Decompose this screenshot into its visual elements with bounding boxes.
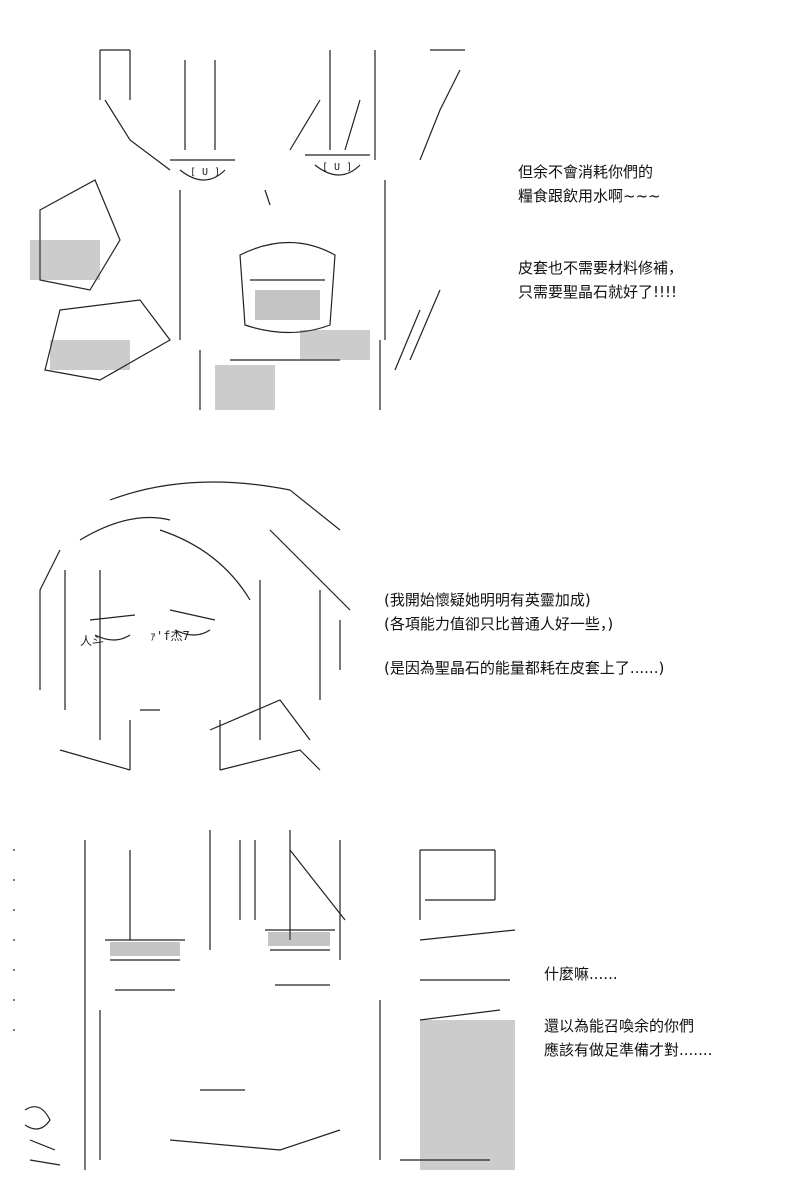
dialogue-box-2a: (我開始懷疑她明明有英靈加成) (各項能力值卻只比普通人好一些，): [384, 588, 613, 636]
svg-text:ｧ'f杰7: ｧ'f杰7: [150, 629, 190, 643]
saber-alter-laughing-ascii-art-icon: [ U ] [ U ]: [0, 40, 480, 420]
dialogue-line: 只需要聖晶石就好了!!!!: [518, 283, 678, 301]
comic-panel-3: 什麼嘛...... 還以為能召喚余的你們 應該有做足準備才對.......: [0, 820, 800, 1200]
dialogue-line: (是因為聖晶石的能量都耗在皮套上了......): [384, 659, 665, 677]
svg-text:[ U ]: [ U ]: [322, 162, 352, 173]
dialogue-line: (各項能力值卻只比普通人好一些，): [384, 615, 614, 633]
master-suspicious-ascii-art-icon: 人斗 ｧ'f杰7: [20, 470, 360, 780]
dialogue-box-1b: 皮套也不需要材料修補， 只需要聖晶石就好了!!!!: [518, 256, 683, 304]
dialogue-line: 什麼嘛......: [544, 965, 618, 983]
svg-text:[ U ]: [ U ]: [190, 167, 220, 178]
dialogue-box-1a: 但余不會消耗你們的 糧食跟飲用水啊~~~: [518, 160, 661, 208]
dialogue-line: (我開始懷疑她明明有英靈加成): [384, 591, 591, 609]
svg-text:人斗: 人斗: [80, 634, 104, 648]
dialogue-box-2b: (是因為聖晶石的能量都耗在皮套上了......): [384, 656, 664, 680]
dialogue-line: 還以為能召喚余的你們: [544, 1017, 695, 1035]
dialogue-box-3b: 還以為能召喚余的你們 應該有做足準備才對.......: [544, 1014, 712, 1062]
dialogue-box-3a: 什麼嘛......: [544, 962, 618, 986]
saber-alter-smug-ascii-art-icon: [0, 820, 540, 1190]
dialogue-line: 應該有做足準備才對.......: [544, 1041, 713, 1059]
dialogue-line: 糧食跟飲用水啊~~~: [518, 187, 661, 205]
comic-panel-2: 人斗 ｧ'f杰7 (我開始懷疑她明明有英靈加成) (各項能力值卻只比普通人好一些…: [0, 470, 800, 800]
dialogue-line: 但余不會消耗你們的: [518, 163, 654, 181]
comic-panel-1: [ U ] [ U ] 但余不會消耗你們的 糧食跟飲用水啊~~~ 皮套也不需要材…: [0, 0, 800, 440]
dialogue-line: 皮套也不需要材料修補，: [518, 259, 684, 277]
